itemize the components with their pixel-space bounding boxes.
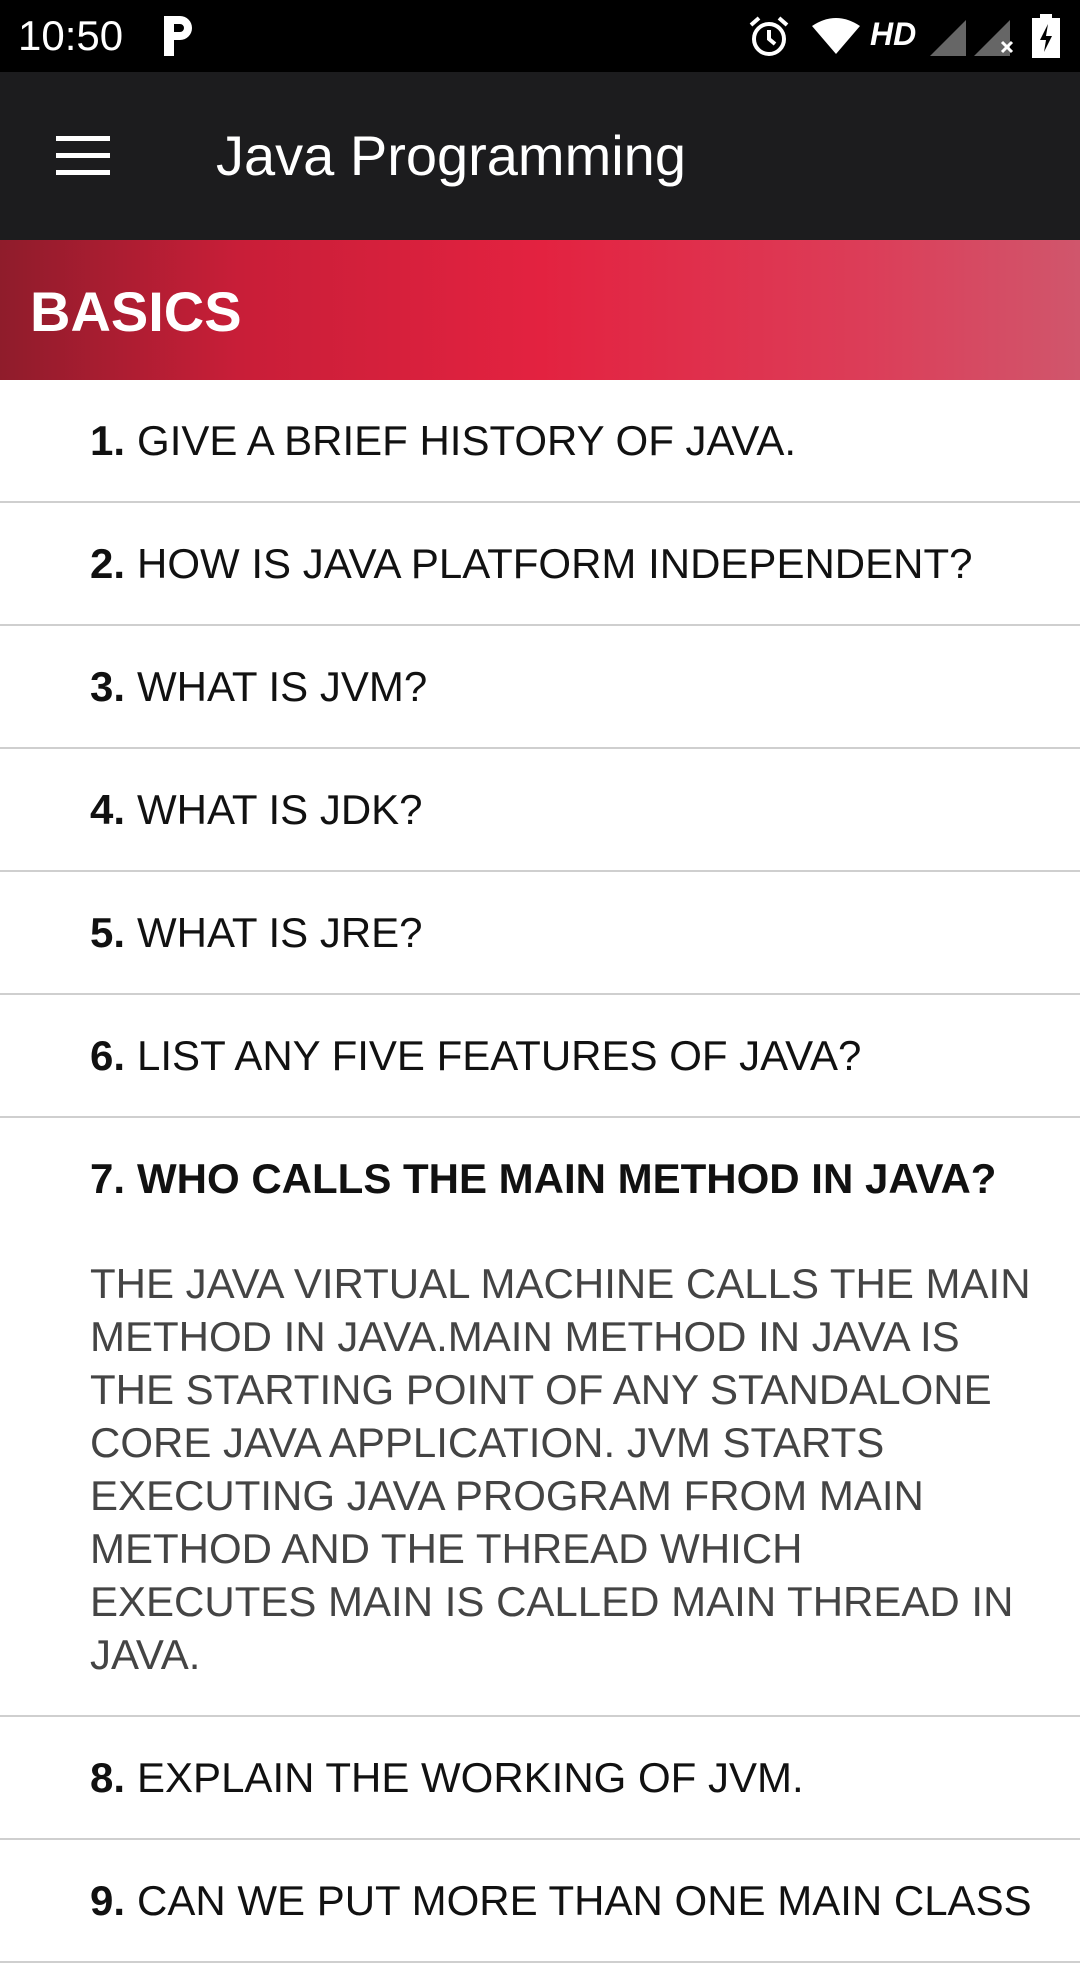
network-type-label: HD [870, 16, 917, 52]
status-bar: 10:50 HD [0, 0, 1080, 72]
question-number: 9. [90, 1876, 126, 1924]
question-label: GIVE A BRIEF HISTORY OF JAVA. [137, 416, 797, 464]
question-item-3[interactable]: 3. WHAT IS JVM? [0, 626, 1080, 749]
question-label: WHAT IS JVM? [137, 662, 428, 710]
p-icon [164, 16, 192, 56]
wifi-icon [812, 18, 860, 54]
question-label: CAN WE PUT MORE THAN ONE MAIN CLASS [137, 1876, 1032, 1924]
question-number: 7. [90, 1154, 126, 1202]
question-text: 7. WHO CALLS THE MAIN METHOD IN JAVA? [90, 1118, 1040, 1239]
app-title: Java Programming [216, 124, 686, 187]
status-icons: HD [740, 0, 1080, 72]
question-label: WHO CALLS THE MAIN METHOD IN JAVA? [137, 1154, 997, 1202]
question-item-6[interactable]: 6. LIST ANY FIVE FEATURES OF JAVA? [0, 995, 1080, 1118]
question-number: 4. [90, 785, 126, 833]
question-item-4[interactable]: 4. WHAT IS JDK? [0, 749, 1080, 872]
question-item-2[interactable]: 2. HOW IS JAVA PLATFORM INDEPENDENT? [0, 503, 1080, 626]
question-text: 1. GIVE A BRIEF HISTORY OF JAVA. [90, 380, 1040, 501]
signal-no-data-icon [974, 20, 1014, 56]
question-text: 2. HOW IS JAVA PLATFORM INDEPENDENT? [90, 503, 1040, 624]
question-text: 4. WHAT IS JDK? [90, 749, 1040, 870]
question-text: 8. EXPLAIN THE WORKING OF JVM. [90, 1717, 1040, 1838]
question-label: LIST ANY FIVE FEATURES OF JAVA? [137, 1031, 862, 1079]
app-bar: Java Programming [0, 72, 1080, 240]
question-text: 6. LIST ANY FIVE FEATURES OF JAVA? [90, 995, 1040, 1116]
section-title: BASICS [30, 280, 242, 343]
status-time: 10:50 [18, 12, 124, 59]
question-label: HOW IS JAVA PLATFORM INDEPENDENT? [137, 539, 973, 587]
answer-text: THE JAVA VIRTUAL MACHINE CALLS THE MAIN … [90, 1260, 1031, 1678]
question-number: 8. [90, 1753, 126, 1801]
section-header: BASICS [0, 240, 1080, 380]
question-number: 5. [90, 908, 126, 956]
question-number: 2. [90, 539, 126, 587]
question-text: 5. WHAT IS JRE? [90, 872, 1040, 993]
hamburger-menu-icon[interactable] [52, 134, 114, 178]
question-item-8[interactable]: 8. EXPLAIN THE WORKING OF JVM. [0, 1717, 1080, 1840]
question-item-7[interactable]: 7. WHO CALLS THE MAIN METHOD IN JAVA? TH… [0, 1118, 1080, 1717]
question-label: WHAT IS JDK? [137, 785, 423, 833]
question-item-5[interactable]: 5. WHAT IS JRE? [0, 872, 1080, 995]
alarm-icon [749, 16, 789, 56]
question-item-9[interactable]: 9. CAN WE PUT MORE THAN ONE MAIN CLASS [0, 1840, 1080, 1963]
question-item-1[interactable]: 1. GIVE A BRIEF HISTORY OF JAVA. [0, 380, 1080, 503]
question-number: 6. [90, 1031, 126, 1079]
question-list: 1. GIVE A BRIEF HISTORY OF JAVA. 2. HOW … [0, 380, 1080, 1963]
question-label: WHAT IS JRE? [137, 908, 423, 956]
question-text: 3. WHAT IS JVM? [90, 626, 1040, 747]
question-label: EXPLAIN THE WORKING OF JVM. [137, 1753, 804, 1801]
signal-icon [930, 20, 966, 56]
battery-charging-icon [1032, 14, 1060, 58]
question-text: 9. CAN WE PUT MORE THAN ONE MAIN CLASS [90, 1840, 1040, 1961]
question-number: 3. [90, 662, 126, 710]
question-number: 1. [90, 416, 126, 464]
